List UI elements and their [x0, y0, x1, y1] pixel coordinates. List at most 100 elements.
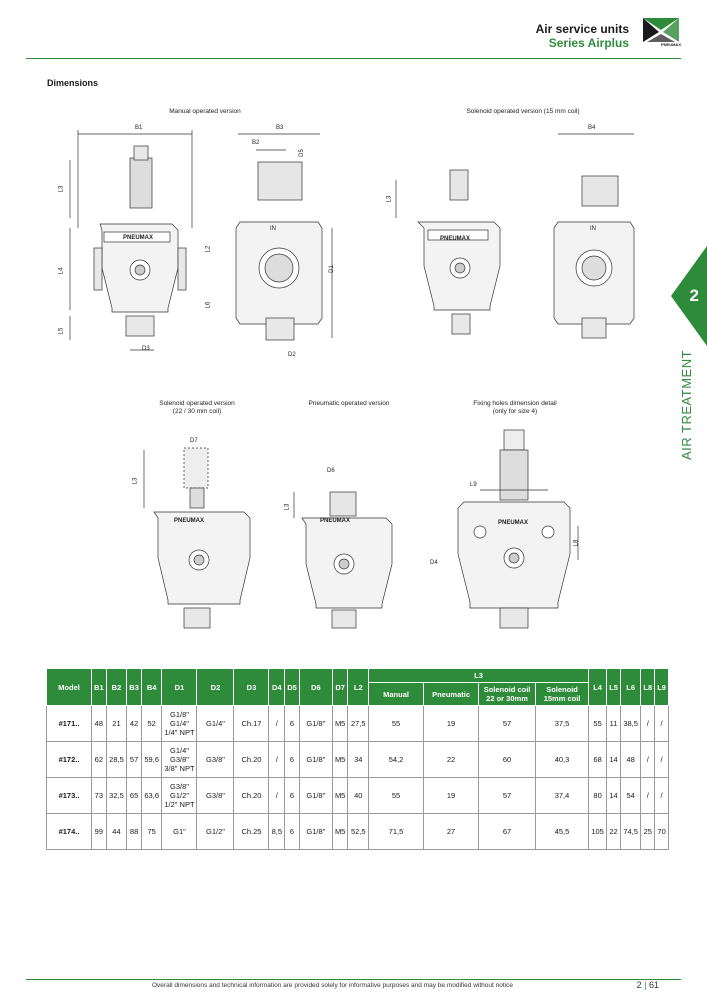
cell-b2: 21 — [105, 705, 128, 742]
dim-label-d6: D6 — [327, 468, 335, 474]
chapter-label: AIR TREATMENT — [679, 350, 699, 460]
cell-d5: 6 — [284, 741, 300, 778]
page-number: 2 | 61 — [637, 980, 659, 990]
drawing-manual-front — [69, 130, 193, 351]
brand-label-1: PNEUMAX — [123, 235, 154, 241]
cell-b4: 59,6 — [140, 741, 163, 778]
cell-l4: 55 — [588, 705, 608, 742]
caption-solenoid-2230-line1: Solenoid operated version — [159, 400, 235, 407]
cell-l3-manual: 54,2 — [368, 741, 425, 778]
table-row: #174.. 99 44 88 75 G1" G1/2" Ch.25 8,5 6… — [46, 813, 669, 850]
cell-l3-sol15: 37,4 — [535, 777, 590, 814]
chapter-tab — [671, 246, 707, 346]
cell-l9: / — [654, 741, 669, 778]
cell-d6: G1/8" — [298, 777, 333, 814]
cell-l3-manual: 55 — [368, 705, 425, 742]
cell-l9: / — [654, 705, 669, 742]
dim-label-l3-3: L3 — [132, 477, 139, 485]
dim-label-l3: L3 — [58, 185, 65, 193]
dim-label-d3: D3 — [142, 346, 150, 352]
cell-l3-pneumatic: 19 — [423, 777, 480, 814]
caption-fixing-line2: (only for size 4) — [492, 408, 538, 415]
drawing-manual-side — [235, 133, 333, 341]
th-d3: D3 — [233, 668, 270, 706]
cell-b1: 73 — [91, 777, 107, 814]
table-row: #172.. 62 28,5 57 59,6 G1/4" G3/8" 3/8" … — [46, 741, 669, 778]
dim-label-b3: B3 — [276, 125, 284, 131]
cell-l3-sol2230: 57 — [478, 705, 537, 742]
th-b3: B3 — [126, 668, 142, 706]
dim-label-b1: B1 — [135, 125, 143, 131]
cell-d3: Ch.20 — [233, 777, 270, 814]
th-l3-sol2230: Solenoid coil 22 or 30mm — [478, 682, 537, 706]
cell-l5: 22 — [606, 813, 621, 850]
cell-l2: 27,5 — [347, 705, 370, 742]
cell-d5: 6 — [284, 705, 300, 742]
cell-d6: G1/8" — [298, 741, 333, 778]
cell-d3: Ch.25 — [233, 813, 270, 850]
cell-l4: 105 — [588, 813, 608, 850]
footer-divider — [26, 979, 681, 980]
footer-page: 61 — [648, 980, 659, 990]
dim-label-d2: D2 — [288, 352, 296, 358]
cell-l8: / — [640, 777, 656, 814]
cell-d1: G1/8" G1/4" 1/4" NPT — [161, 705, 198, 742]
th-l3-group: L3 — [368, 668, 590, 683]
dimensions-table: Model B1 B2 B3 B4 D1 D2 D3 D4 D5 D6 D7 L… — [46, 668, 669, 850]
dim-label-l3-4: L3 — [284, 503, 291, 511]
cell-l3-pneumatic: 22 — [423, 741, 480, 778]
cell-d1: G1" — [161, 813, 198, 850]
drawing-pneumatic — [293, 491, 393, 629]
th-d2: D2 — [196, 668, 235, 706]
th-l8: L8 — [640, 668, 656, 706]
cell-d4: / — [268, 741, 286, 778]
cell-model: #172.. — [46, 741, 92, 778]
dim-label-l9: L9 — [470, 482, 477, 488]
brand-label-3: PNEUMAX — [174, 518, 205, 524]
cell-d4: / — [268, 705, 286, 742]
cell-l8: / — [640, 705, 656, 742]
cell-d7: M5 — [331, 705, 349, 742]
th-l6: L6 — [619, 668, 642, 706]
cell-d3: Ch.17 — [233, 705, 270, 742]
drawing-solenoid15-side — [553, 133, 635, 339]
cell-d5: 6 — [284, 777, 300, 814]
cell-l4: 80 — [588, 777, 608, 814]
dim-label-l3-2: L3 — [386, 195, 393, 203]
caption-solenoid-2230: Solenoid operated version (22 / 30 mm co… — [142, 400, 252, 416]
cell-model: #171.. — [46, 705, 92, 742]
cell-b1: 62 — [91, 741, 107, 778]
cell-l5: 14 — [606, 741, 621, 778]
th-model: Model — [46, 668, 92, 706]
cell-d7: M5 — [331, 741, 349, 778]
cell-b4: 63,6 — [140, 777, 163, 814]
cell-b3: 42 — [126, 705, 142, 742]
cell-l3-sol2230: 57 — [478, 777, 537, 814]
dim-label-d1: D1 — [328, 265, 335, 273]
cell-d2: G1/2" — [196, 813, 235, 850]
th-l5: L5 — [606, 668, 621, 706]
th-b4: B4 — [140, 668, 163, 706]
cell-model: #173.. — [46, 777, 92, 814]
caption-fixing: Fixing holes dimension detail (only for … — [455, 400, 575, 416]
pneumax-logo — [641, 16, 681, 48]
cell-b2: 44 — [105, 813, 128, 850]
cell-model: #174.. — [46, 813, 92, 850]
cell-l9: 70 — [654, 813, 669, 850]
cell-l6: 48 — [619, 741, 642, 778]
th-l9: L9 — [654, 668, 669, 706]
dim-label-l5: L5 — [58, 327, 65, 335]
cell-l3-manual: 71,5 — [368, 813, 425, 850]
dim-label-d4: D4 — [430, 560, 438, 566]
drawing-solenoid2230 — [143, 447, 251, 629]
cell-l3-sol2230: 67 — [478, 813, 537, 850]
dim-label-l6: L6 — [205, 301, 212, 309]
table-row: #173.. 73 32,5 65 63,6 G3/8" G1/2" 1/2" … — [46, 777, 669, 814]
cell-l5: 11 — [606, 705, 621, 742]
cell-l9: / — [654, 777, 669, 814]
cell-b3: 57 — [126, 741, 142, 778]
header-title: Air service units — [535, 22, 629, 36]
cell-l2: 52,5 — [347, 813, 370, 850]
table-row: #171.. 48 21 42 52 G1/8" G1/4" 1/4" NPT … — [46, 705, 669, 742]
cell-d6: G1/8" — [298, 705, 333, 742]
